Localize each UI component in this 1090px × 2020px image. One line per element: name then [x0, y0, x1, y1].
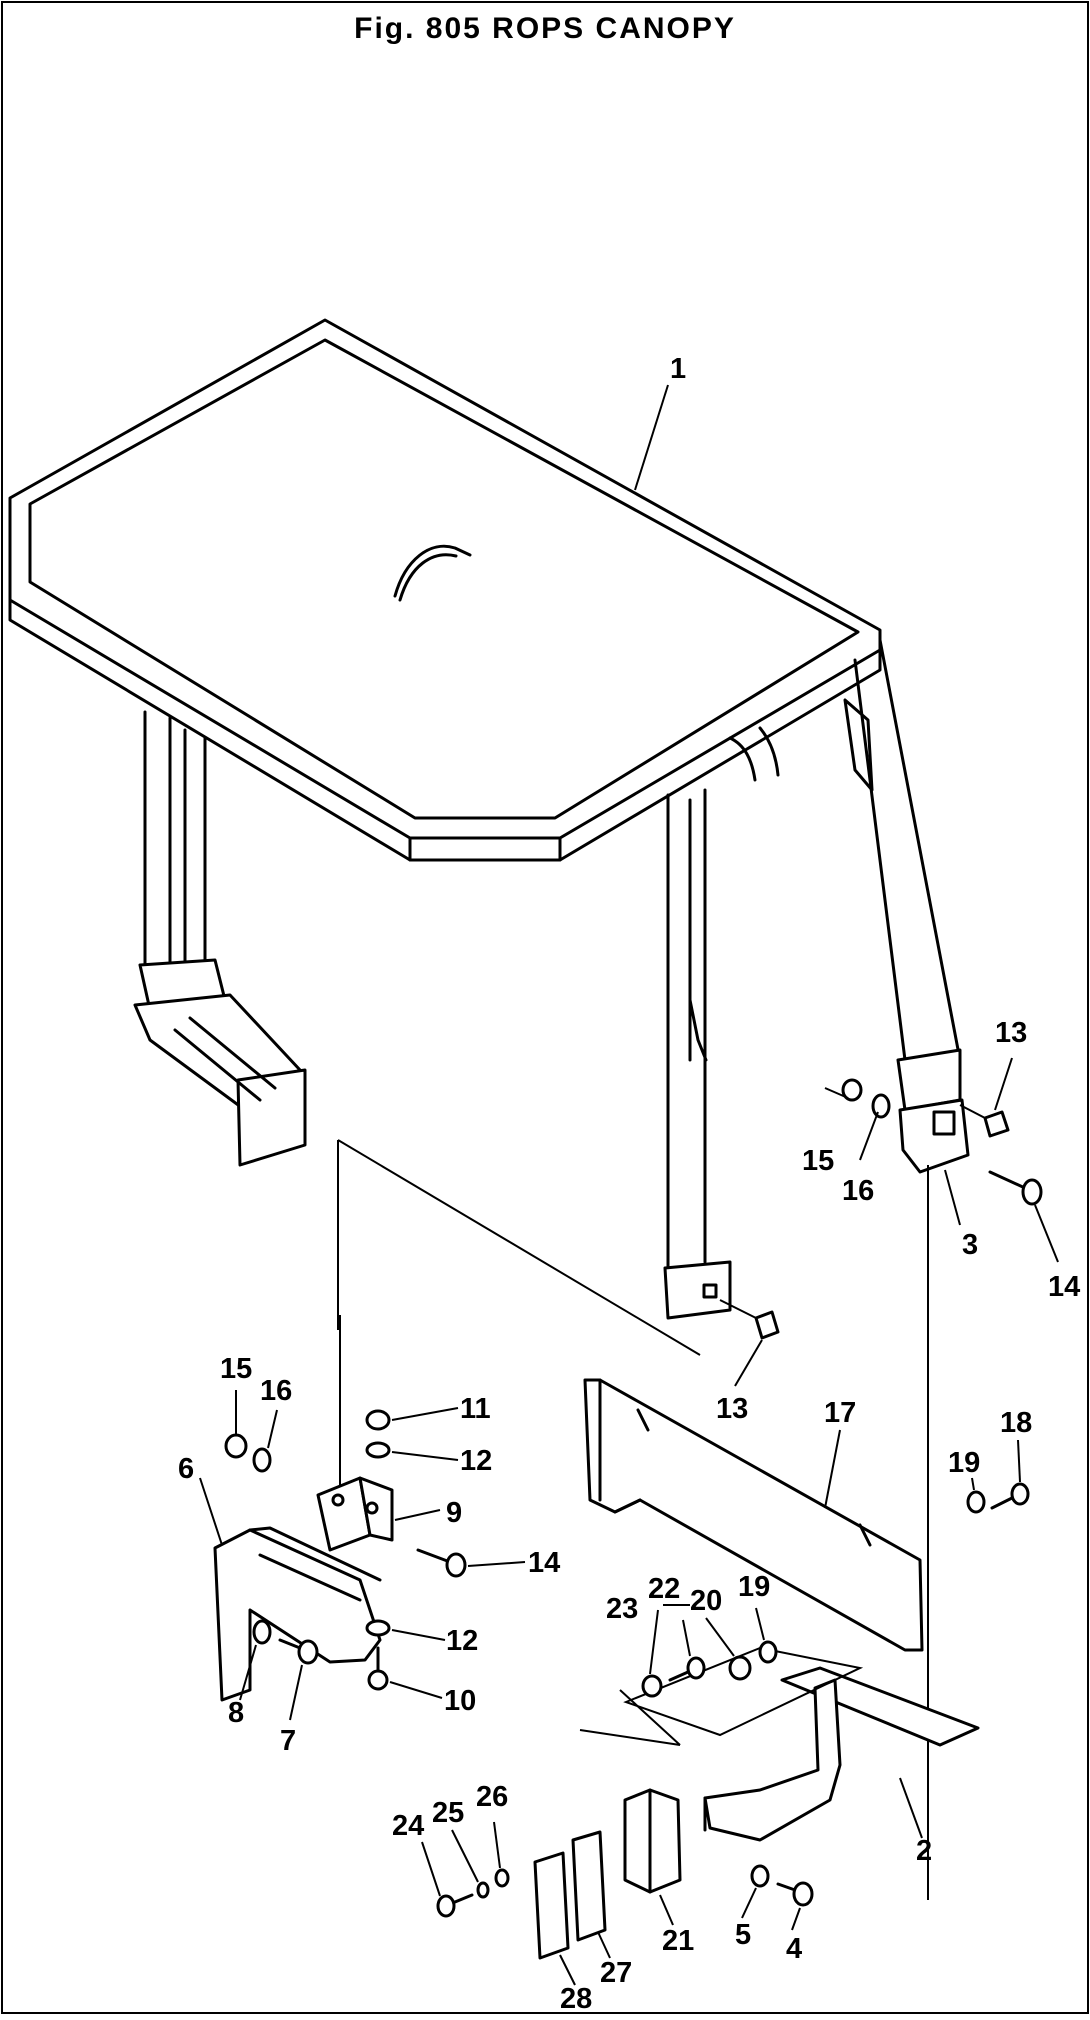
bolt-7: [278, 1638, 319, 1665]
callout-20: 20: [690, 1585, 722, 1617]
bolt-24: [436, 1893, 474, 1918]
callout-26: 26: [476, 1781, 508, 1813]
washer-16-left: [252, 1447, 272, 1473]
plate-28: [533, 1851, 570, 1960]
leader-lines: [199, 384, 1059, 1986]
callout-8: 8: [228, 1697, 244, 1729]
callout-22: 22: [648, 1573, 680, 1605]
bolt-14-right: [988, 1170, 1043, 1206]
callout-16-right: 16: [842, 1175, 874, 1207]
callout-3: 3: [962, 1229, 978, 1261]
callout-23: 23: [606, 1593, 638, 1625]
pin-13-middle: [719, 1299, 780, 1340]
pin-13-right: [959, 1104, 1010, 1138]
canopy-middle-post: [663, 788, 732, 1320]
callout-2: 2: [916, 1835, 932, 1867]
callout-15-right: 15: [802, 1145, 834, 1177]
bolt-18: [990, 1482, 1030, 1510]
washer-25: [476, 1881, 490, 1899]
canopy-roof: [8, 318, 882, 862]
callout-14-right: 14: [1048, 1271, 1080, 1303]
washer-19-left: [758, 1640, 778, 1664]
step-2: [703, 1666, 980, 1842]
callout-4: 4: [786, 1933, 802, 1965]
small-plate: [623, 1646, 864, 1737]
nut-15-left: [224, 1433, 248, 1459]
washer-23: [641, 1674, 663, 1698]
callout-21: 21: [662, 1925, 694, 1957]
bolt-22: [668, 1656, 706, 1682]
washer-5: [750, 1864, 770, 1888]
canopy-right-post: [728, 638, 970, 1174]
callout-11: 11: [460, 1393, 491, 1425]
nut-20: [728, 1655, 752, 1681]
callout-6: 6: [178, 1453, 194, 1485]
callout-19-right: 19: [948, 1447, 980, 1479]
callout-5: 5: [735, 1919, 751, 1951]
bracket-6: [213, 1476, 394, 1702]
callout-1: 1: [670, 353, 686, 385]
washer-8: [252, 1619, 272, 1645]
callout-labels: 1 2 3 4 5 6 7 8 9 10 11 12 12 13 13 14 1…: [178, 353, 1080, 2015]
plate-17: [583, 1378, 924, 1652]
washer-19-right: [966, 1490, 986, 1514]
callout-9: 9: [446, 1497, 462, 1529]
plate-27: [571, 1830, 607, 1942]
callout-12-upper: 12: [460, 1445, 492, 1477]
callout-15-left: 15: [220, 1353, 252, 1385]
bolt-10: [367, 1646, 389, 1691]
callout-10: 10: [444, 1685, 476, 1717]
callout-16-left: 16: [260, 1375, 292, 1407]
callout-28: 28: [560, 1983, 592, 2015]
callout-18: 18: [1000, 1407, 1032, 1439]
callout-25: 25: [432, 1797, 464, 1829]
callout-24: 24: [392, 1810, 424, 1842]
washer-26: [494, 1868, 510, 1888]
callout-14-left: 14: [528, 1547, 560, 1579]
callout-13-middle: 13: [716, 1393, 748, 1425]
callout-13-right: 13: [995, 1017, 1027, 1049]
callout-19-left: 19: [738, 1571, 770, 1603]
canopy-left-post: [133, 710, 307, 1167]
callout-12-lower: 12: [446, 1625, 478, 1657]
bolt-14-left: [416, 1548, 467, 1578]
figure-title: Fig. 805 ROPS CANOPY: [354, 12, 736, 45]
guide-lines: [337, 1139, 929, 1900]
washer-16-right: [871, 1093, 891, 1119]
callout-17: 17: [824, 1397, 856, 1429]
bolt-4: [776, 1881, 814, 1907]
callout-27: 27: [600, 1957, 632, 1989]
callout-7: 7: [280, 1725, 296, 1757]
washer-12-lower: [365, 1619, 391, 1637]
washer-12-upper: [365, 1441, 391, 1459]
nut-11: [365, 1409, 391, 1431]
bracket-21: [623, 1788, 682, 1894]
nut-15-right: [841, 1078, 863, 1102]
